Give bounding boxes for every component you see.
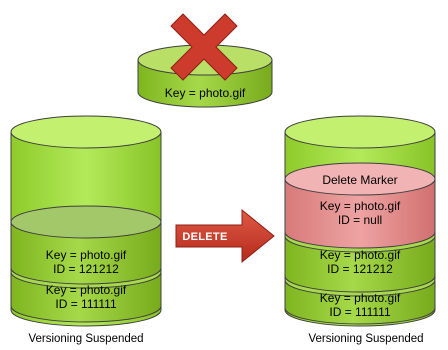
left-object-111111: Key = photo.gif ID = 111111 [46,283,127,311]
delete-label: DELETE [182,231,227,243]
delete-arrow: DELETE [175,208,275,264]
deleted-object-key: Key = photo.gif [165,86,246,100]
delete-marker-id: ID = null [338,213,382,227]
object-key: Key = photo.gif [46,283,127,297]
object-id: ID = 111111 [55,297,117,311]
left-caption: Versioning Suspended [28,333,143,345]
object-key: Key = photo.gif [46,248,127,262]
left-bucket: Key = photo.gif ID = 121212 Key = photo.… [10,115,162,345]
right-bucket: Delete Marker Key = photo.gif ID = null … [284,115,436,345]
delete-marker-key: Key = photo.gif [320,199,401,213]
object-id: ID = 111111 [329,305,391,319]
delete-marker: Delete Marker Key = photo.gif ID = null [320,173,401,227]
cross-icon [170,13,238,81]
object-id: ID = 121212 [53,262,119,276]
right-caption: Versioning Suspended [308,333,423,345]
delete-marker-title: Delete Marker [322,173,397,187]
object-id: ID = 121212 [327,262,393,276]
object-key: Key = photo.gif [320,291,401,305]
right-object-111111: Key = photo.gif ID = 111111 [320,291,401,319]
left-object-121212: Key = photo.gif ID = 121212 [46,248,127,276]
right-object-121212: Key = photo.gif ID = 121212 [320,248,401,276]
object-key: Key = photo.gif [320,248,401,262]
